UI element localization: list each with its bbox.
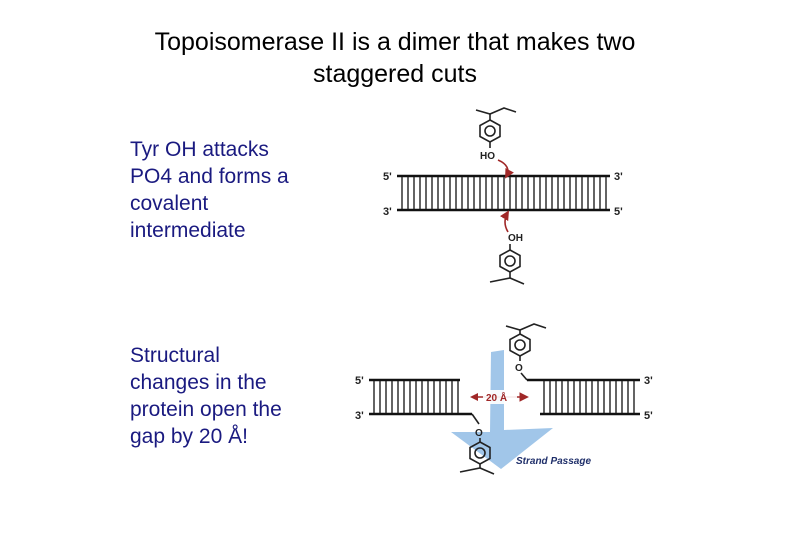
base-pair-rungs-split (373, 381, 635, 413)
bullet-1-line-4: intermediate (130, 219, 246, 242)
d2-top-oxygen: O (515, 363, 523, 374)
d2-bottom-left-label: 3' (355, 410, 364, 422)
gap-arrow-head-left (470, 393, 478, 401)
base-pair-rungs (401, 177, 607, 209)
strand-passage-arrow (451, 350, 553, 469)
d1-top-left-label: 5' (383, 171, 392, 183)
d1-top-right-label: 3' (614, 171, 623, 183)
d2-top-left-label: 5' (355, 375, 364, 387)
title-line-2: staggered cuts (313, 60, 477, 88)
gap-distance-label: 20 Å (486, 391, 507, 404)
attack-arrow-bottom (499, 210, 509, 233)
tyrosine-bottom-icon (489, 244, 525, 285)
tyrosine-linked-bottom-icon (459, 413, 495, 475)
d2-bottom-right-label: 5' (644, 410, 653, 422)
bullet-2-line-1: Structural (130, 344, 220, 367)
bullet-2-line-3: protein open the (130, 398, 282, 421)
bullet-structural-change: Structural changes in the protein open t… (130, 342, 282, 450)
bullet-2-line-4: gap by 20 Å! (130, 425, 248, 448)
d1-top-hydroxyl: HO (480, 151, 495, 162)
d2-top-right-label: 3' (644, 375, 653, 387)
gap-label-bg (483, 390, 517, 404)
diagram-strand-passage: 5' 3' 3' 5' O O (355, 323, 653, 475)
tyrosine-linked-top-icon (505, 323, 547, 381)
title-line-1: Topoisomerase II is a dimer that makes t… (154, 28, 636, 56)
bullet-1-line-3: covalent (130, 192, 209, 215)
diagram-covalent-intermediate: 5' 3' 3' 5' HO OH (383, 107, 623, 285)
strand-passage-label: Strand Passage (516, 456, 591, 467)
d1-bottom-right-label: 5' (614, 206, 623, 218)
d1-bottom-left-label: 3' (383, 206, 392, 218)
attack-arrow-top (497, 159, 514, 179)
bullet-tyr-attack: Tyr OH attacks PO4 and forms a covalent … (130, 136, 289, 244)
bullet-2-line-2: changes in the (130, 371, 267, 394)
slide-title: Topoisomerase II is a dimer that makes t… (0, 26, 790, 90)
bullet-1-line-1: Tyr OH attacks (130, 138, 269, 161)
d2-bottom-oxygen: O (475, 428, 483, 439)
d1-bottom-hydroxyl: OH (508, 233, 523, 244)
bullet-1-line-2: PO4 and forms a (130, 165, 289, 188)
tyrosine-top-icon (475, 107, 517, 148)
